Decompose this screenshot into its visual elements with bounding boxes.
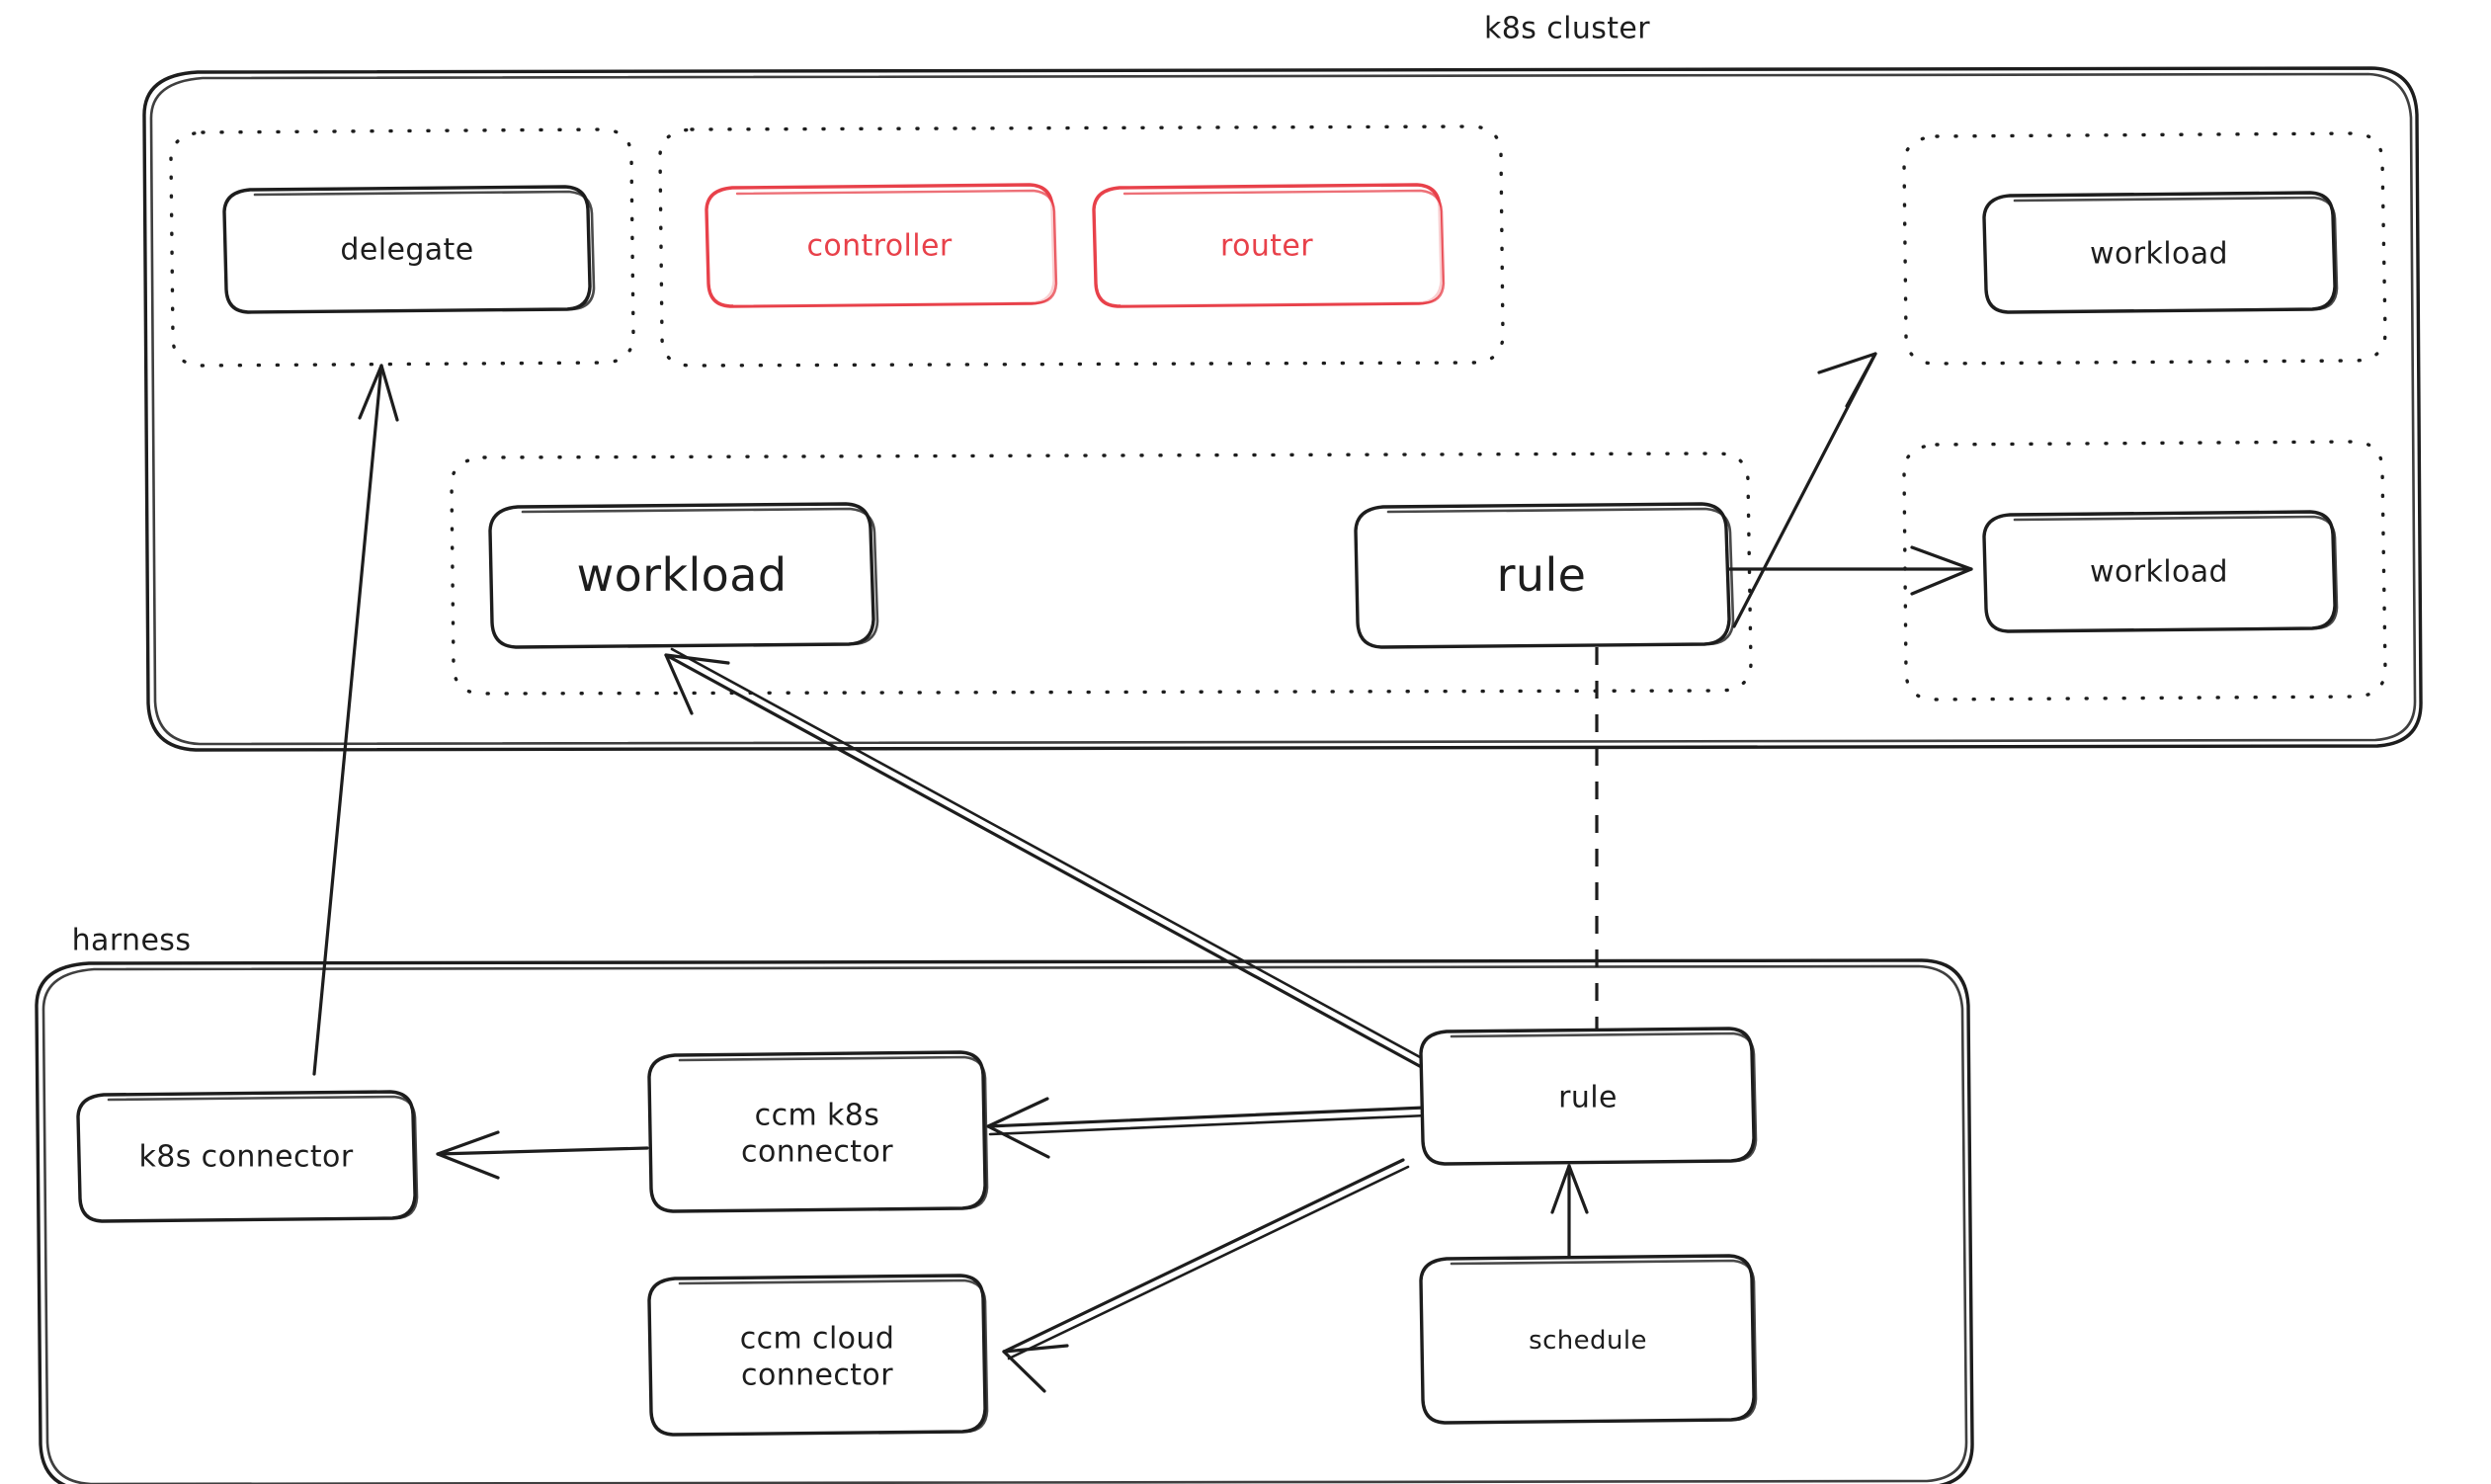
node-k8s-connector-box[interactable] [76,1090,419,1223]
edge-rule-harness-to-ccm-cloud [1002,1158,1410,1393]
node-ccm-k8s-connector-box[interactable] [647,1050,989,1213]
edge-schedule-to-rule-harness [1550,1164,1589,1259]
edge-rule-to-workload-top-right [1732,352,1877,628]
edge-rule-to-workload-bottom-right [1723,545,1973,596]
node-workload-top-right-box[interactable] [1982,191,2339,314]
edge-k8s-connector-to-delegate [312,364,399,1076]
node-rule-cluster-box[interactable] [1354,502,1735,649]
node-router-box[interactable] [1092,183,1446,308]
node-schedule-box[interactable] [1419,1254,1758,1425]
node-rule-harness-box[interactable] [1419,1027,1758,1166]
edge-rule-harness-to-ccm-k8s [986,1097,1429,1159]
group-controller-router [658,124,1505,368]
node-workload-bottom-right-box[interactable] [1982,510,2339,633]
cluster-k8s-container [142,66,2423,752]
edge-ccm-k8s-to-k8s-connector [436,1130,649,1180]
edge-rule-harness-to-workload-main [664,647,1435,1072]
group-workload-rule [450,452,1753,696]
node-workload-main-box[interactable] [488,502,879,649]
node-ccm-cloud-connector-box[interactable] [647,1274,989,1437]
node-controller-box[interactable] [705,183,1058,308]
node-delegate-box[interactable] [222,185,596,314]
